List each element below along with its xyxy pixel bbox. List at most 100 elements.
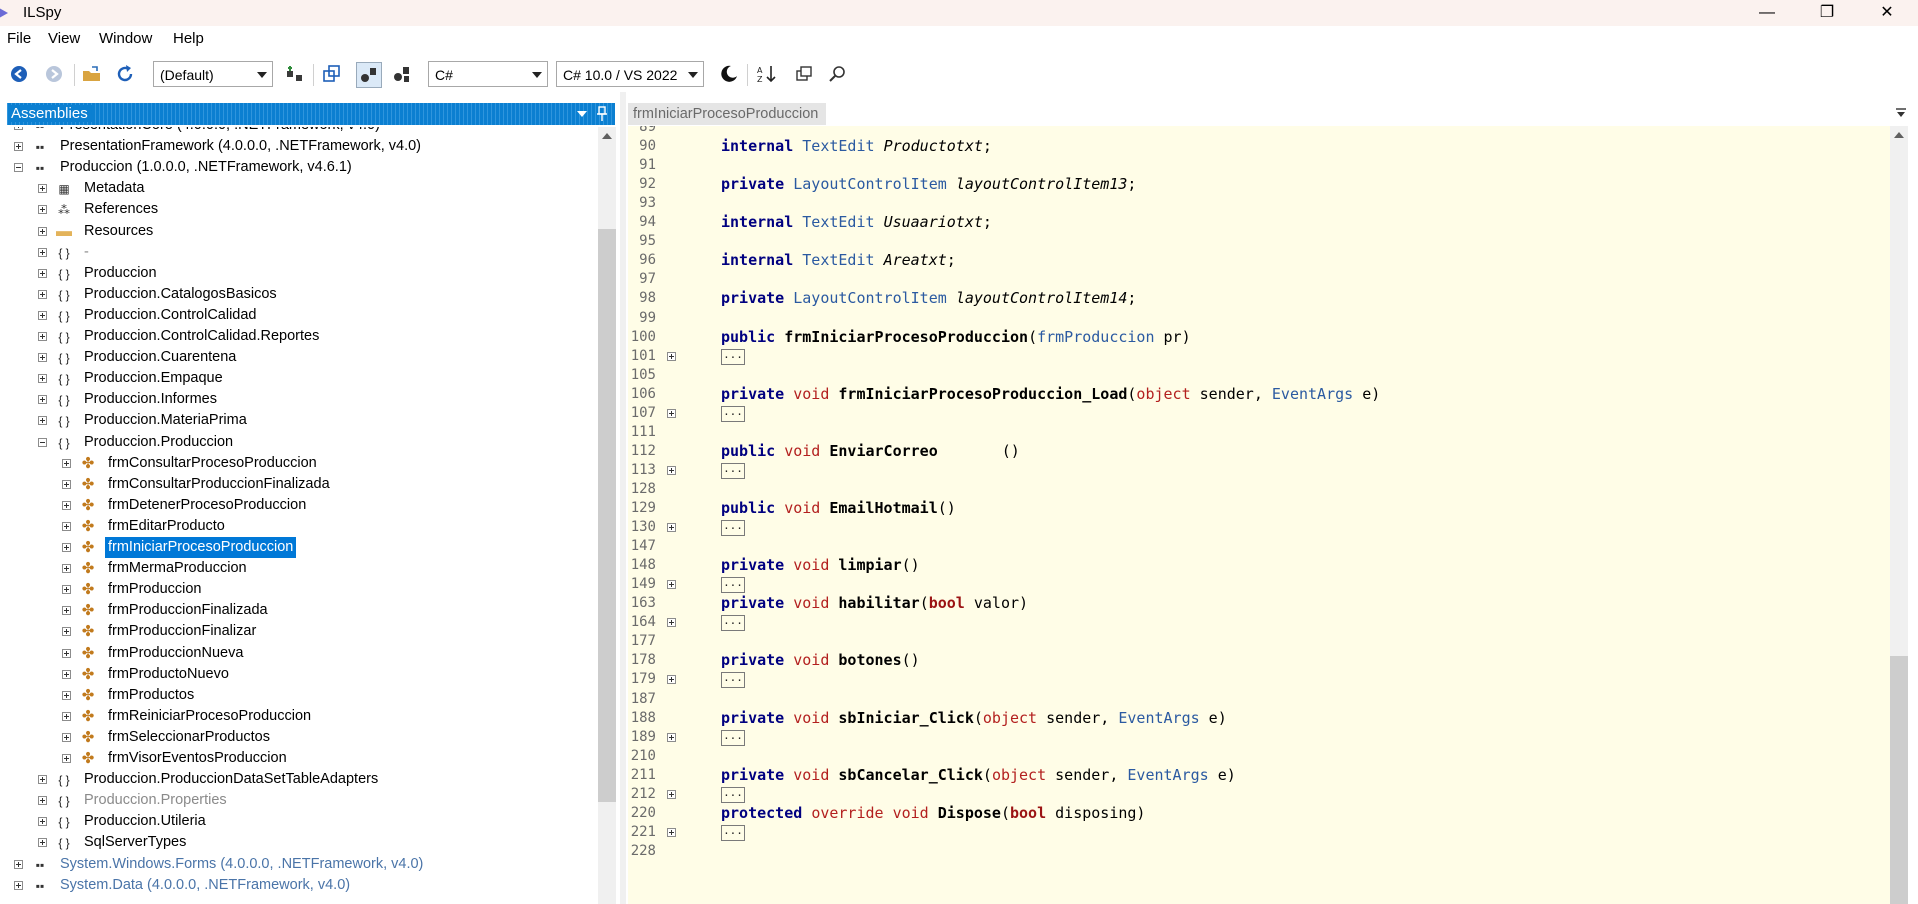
expand-icon[interactable] [62, 500, 71, 510]
expand-fold-icon[interactable] [667, 618, 676, 628]
scroll-up-icon[interactable] [1894, 132, 1904, 138]
tree-item[interactable]: ✤frmProduccion [0, 579, 596, 600]
editor-scrollbar-thumb[interactable] [1890, 656, 1908, 904]
expand-icon[interactable] [62, 648, 71, 658]
expand-icon[interactable] [62, 521, 71, 531]
language-dropdown[interactable]: C# [428, 61, 548, 87]
tree-item[interactable]: ✤frmIniciarProcesoProduccion [0, 536, 596, 559]
expand-icon[interactable] [62, 606, 71, 616]
tree-item[interactable]: { }Produccion.Informes [0, 389, 596, 410]
tree-item[interactable]: ✤frmMermaProduccion [0, 558, 596, 579]
tree-item[interactable]: ⁂References [0, 199, 596, 220]
tree-item[interactable]: ▪▪System.Data (4.0.0.0, .NETFramework, v… [0, 875, 596, 896]
tree-item[interactable]: ✤frmProductoNuevo [0, 664, 596, 685]
expand-icon[interactable] [62, 732, 71, 742]
expand-icon[interactable] [62, 711, 71, 721]
pin-icon[interactable] [596, 106, 608, 122]
menu-help[interactable]: Help [173, 30, 204, 47]
expand-icon[interactable] [14, 127, 23, 130]
tree-item[interactable]: { }Produccion.Properties [0, 790, 596, 811]
expand-icon[interactable] [38, 416, 47, 426]
collapse-all-icon[interactable] [320, 62, 344, 86]
sort-icon[interactable]: AZ [754, 62, 778, 86]
tree-item[interactable]: { }Produccion.ControlCalidad.Reportes [0, 326, 596, 347]
tree-item[interactable]: ✤frmProduccionNueva [0, 643, 596, 664]
show-public-only-icon[interactable] [356, 62, 382, 88]
expand-icon[interactable] [14, 880, 23, 890]
tree-item[interactable]: ✤frmReiniciarProcesoProduccion [0, 706, 596, 727]
expand-icon[interactable] [38, 395, 47, 405]
windows-icon[interactable] [792, 62, 816, 86]
forward-icon[interactable] [42, 62, 66, 86]
tree-item[interactable]: ✤frmConsultarProduccionFinalizada [0, 474, 596, 495]
tree-item[interactable]: ✤frmProduccionFinalizada [0, 600, 596, 621]
tree-item[interactable]: ✤frmEditarProducto [0, 516, 596, 537]
tree-item[interactable]: { }Produccion.Cuarentena [0, 347, 596, 368]
collapse-icon[interactable] [14, 163, 23, 173]
collapse-icon[interactable] [38, 437, 47, 447]
expand-fold-icon[interactable] [667, 732, 676, 742]
minimize-button[interactable]: — [1759, 4, 1775, 21]
manage-assemblies-icon[interactable] [283, 62, 307, 86]
tree-item[interactable]: ▦Metadata [0, 178, 596, 199]
tree-item[interactable]: ✤frmSeleccionarProductos [0, 727, 596, 748]
collapsed-body-marker[interactable]: ... [721, 672, 745, 689]
tree-item[interactable]: ▪▪Produccion (1.0.0.0, .NETFramework, v4… [0, 157, 596, 178]
expand-icon[interactable] [38, 289, 47, 299]
expand-icon[interactable] [38, 817, 47, 827]
expand-fold-icon[interactable] [667, 827, 676, 837]
tree-item[interactable]: { }Produccion.Empaque [0, 368, 596, 389]
collapsed-body-marker[interactable]: ... [721, 520, 745, 537]
language-preset-dropdown[interactable]: (Default) [153, 61, 273, 87]
open-folder-icon[interactable] [80, 62, 104, 86]
tree-item[interactable]: { }Produccion.ControlCalidad [0, 305, 596, 326]
expand-icon[interactable] [38, 838, 47, 848]
expand-icon[interactable] [38, 226, 47, 236]
collapsed-body-marker[interactable]: ... [721, 348, 745, 365]
tab-frmIniciarProcesoProduccion[interactable]: frmIniciarProcesoProduccion [628, 103, 826, 125]
tree-item[interactable]: ▪▪PresentationCore (4.0.0.0, .NETFramewo… [0, 127, 596, 136]
tree-scrollbar-thumb[interactable] [598, 229, 616, 802]
expand-icon[interactable] [38, 268, 47, 278]
expand-icon[interactable] [62, 627, 71, 637]
tree-item[interactable]: { }Produccion.Produccion [0, 432, 596, 453]
expand-fold-icon[interactable] [667, 523, 676, 533]
expand-icon[interactable] [62, 669, 71, 679]
expand-icon[interactable] [38, 184, 47, 194]
show-all-members-icon[interactable] [390, 62, 414, 86]
expand-icon[interactable] [62, 479, 71, 489]
editor-scrollbar[interactable] [1890, 126, 1908, 904]
collapsed-body-marker[interactable]: ... [721, 824, 745, 841]
scroll-up-icon[interactable] [602, 133, 612, 139]
assembly-tree[interactable]: ▪▪PresentationCore (4.0.0.0, .NETFramewo… [0, 127, 600, 904]
tree-item[interactable]: ✤frmProductos [0, 685, 596, 706]
expand-icon[interactable] [38, 374, 47, 384]
expand-icon[interactable] [14, 859, 23, 869]
tree-scrollbar[interactable] [598, 127, 616, 904]
tree-item[interactable]: { }Produccion.CatalogosBasicos [0, 284, 596, 305]
expand-fold-icon[interactable] [667, 580, 676, 590]
tree-item[interactable]: ▪▪System.Windows.Forms (4.0.0.0, .NETFra… [0, 854, 596, 875]
tree-item[interactable]: ✤frmVisorEventosProduccion [0, 748, 596, 769]
collapsed-body-marker[interactable]: ... [721, 615, 745, 632]
tree-item[interactable]: ✤frmDetenerProcesoProduccion [0, 495, 596, 516]
tree-item[interactable]: { }Produccion [0, 263, 596, 284]
tree-item[interactable]: { }SqlServerTypes [0, 832, 596, 853]
chevron-down-icon[interactable] [577, 111, 587, 117]
expand-fold-icon[interactable] [667, 675, 676, 685]
tree-item[interactable]: ✤frmProduccionFinalizar [0, 621, 596, 642]
tree-item[interactable]: { }Produccion.ProduccionDataSetTableAdap… [0, 769, 596, 790]
tree-item[interactable]: { }Produccion.Utileria [0, 811, 596, 832]
expand-fold-icon[interactable] [667, 789, 676, 799]
tree-item[interactable]: { }Produccion.MateriaPrima [0, 410, 596, 431]
tree-item[interactable]: { }- [0, 242, 596, 263]
collapsed-body-marker[interactable]: ... [721, 729, 745, 746]
collapsed-body-marker[interactable]: ... [721, 577, 745, 594]
menu-file[interactable]: File [7, 30, 32, 47]
expand-icon[interactable] [38, 332, 47, 341]
close-button[interactable]: ✕ [1880, 4, 1894, 21]
expand-icon[interactable] [62, 458, 71, 468]
expand-icon[interactable] [62, 543, 71, 552]
collapsed-body-marker[interactable]: ... [721, 405, 745, 422]
